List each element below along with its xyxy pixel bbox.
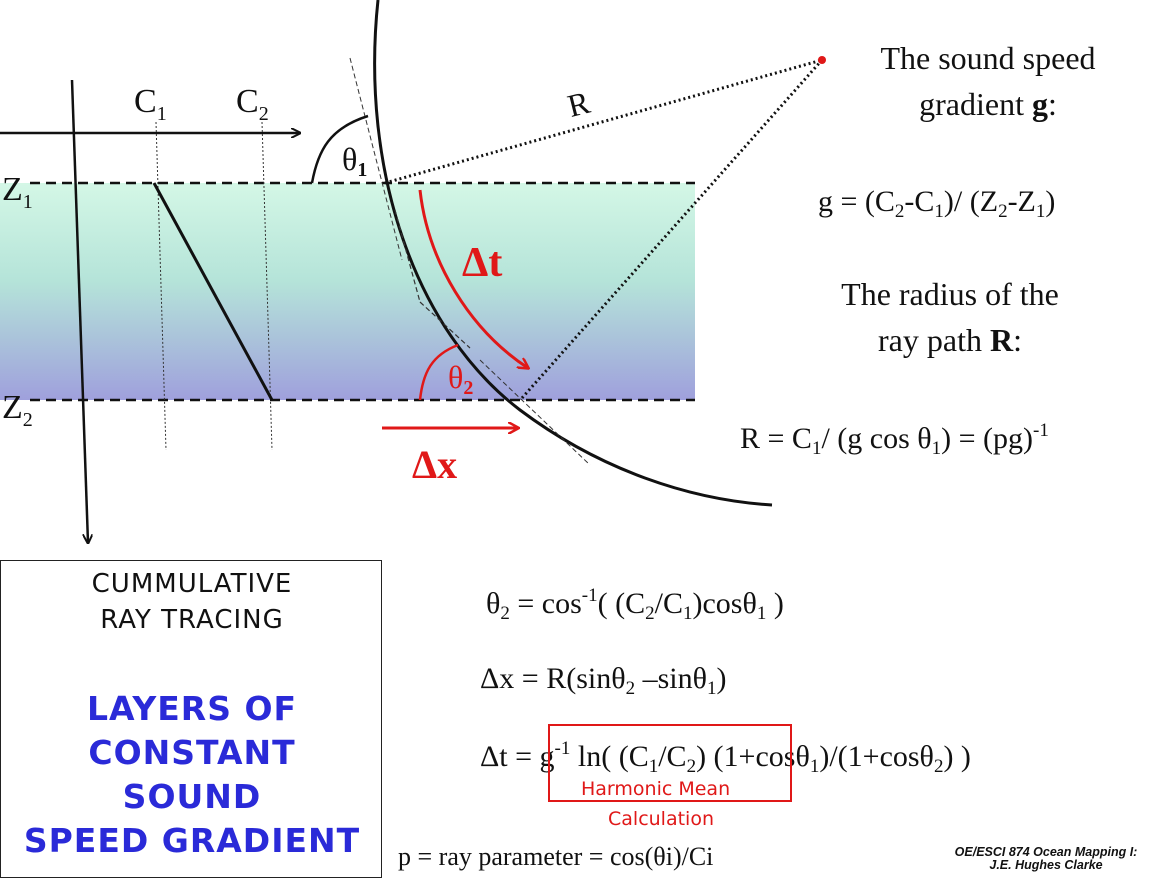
tangent-at-z2 — [479, 359, 591, 466]
credit-line2: J.E. Hughes Clarke — [989, 858, 1103, 872]
delta-t-equation: Δt = g-1 ln( (C1/C2) (1+cosθ1)/(1+cosθ2)… — [480, 738, 971, 777]
z2-label: Z2 — [2, 389, 33, 431]
theta2-angle-arc — [418, 343, 459, 401]
radius-colon: : — [1013, 322, 1022, 358]
sound-speed-profile — [152, 182, 274, 401]
gradient-colon: : — [1047, 86, 1057, 122]
delta-x-equation: Δx = R(sinθ2 –sinθ1) — [480, 662, 727, 699]
gradient-title-line2: gradient g: — [838, 86, 1138, 123]
gradient-title-text: gradient — [919, 86, 1032, 122]
radius-title-line1: The radius of the — [841, 276, 1059, 312]
ray-parameter-definition: p = ray parameter = cos(θi)/Ci — [398, 842, 714, 871]
curvature-center-dot — [818, 56, 826, 64]
calculation-label: Calculation — [608, 808, 714, 830]
radius-label: R — [564, 84, 594, 124]
delta-t-arrow — [418, 189, 528, 368]
course-credit: OE/ESCI 874 Ocean Mapping I: J.E. Hughes… — [926, 846, 1166, 872]
box-highlight-line3: SOUND — [122, 777, 262, 816]
box-highlight-line2: CONSTANT — [88, 733, 296, 772]
summary-box: CUMMULATIVE RAY TRACING LAYERS OF CONSTA… — [0, 560, 382, 878]
radius-symbol: R — [989, 322, 1014, 358]
c1-reference-line — [155, 121, 167, 451]
radius-title-text: ray path — [878, 322, 990, 358]
theta2-label: θ2 — [448, 359, 473, 399]
theta2-equation: θ2 = cos-1( (C2/C1)cosθ1 ) — [486, 585, 784, 624]
radius-line-2 — [520, 59, 824, 399]
box-title-line2: RAY TRACING — [100, 605, 284, 635]
harmonic-mean-label: Harmonic Mean — [581, 778, 731, 800]
delta-x-label: Δx — [412, 442, 457, 487]
gradient-symbol: g — [1031, 86, 1048, 122]
tangent-at-z1 — [349, 57, 403, 261]
radius-title-line2: ray path R: — [790, 322, 1110, 359]
c2-label: C2 — [236, 83, 269, 125]
radius-equation: R = C1/ (g cos θ1) = (pg)-1 — [740, 420, 1049, 459]
sound-speed-layer — [0, 183, 695, 400]
harmonic-mean-box — [548, 724, 792, 802]
depth-axis — [70, 79, 88, 543]
box-highlight-line4: SPEED GRADIENT — [23, 821, 361, 860]
credit-line1: OE/ESCI 874 Ocean Mapping I: — [954, 845, 1138, 859]
c1-label: C1 — [134, 83, 167, 125]
chord-segment-2 — [419, 301, 471, 349]
theta1-label: θ1 — [342, 141, 367, 181]
radius-line-1 — [384, 58, 823, 185]
box-title-line1: CUMMULATIVE — [91, 569, 293, 599]
box-highlight-line1: LAYERS OF — [86, 689, 298, 728]
ray-path-arc — [373, 0, 773, 507]
z1-label: Z1 — [2, 171, 33, 213]
gradient-title-line1: The sound speed — [880, 40, 1096, 76]
delta-t-label: Δt — [462, 240, 502, 286]
gradient-equation: g = (C2-C1)/ (Z2-Z1) — [818, 185, 1056, 222]
theta1-angle-arc — [310, 114, 369, 184]
